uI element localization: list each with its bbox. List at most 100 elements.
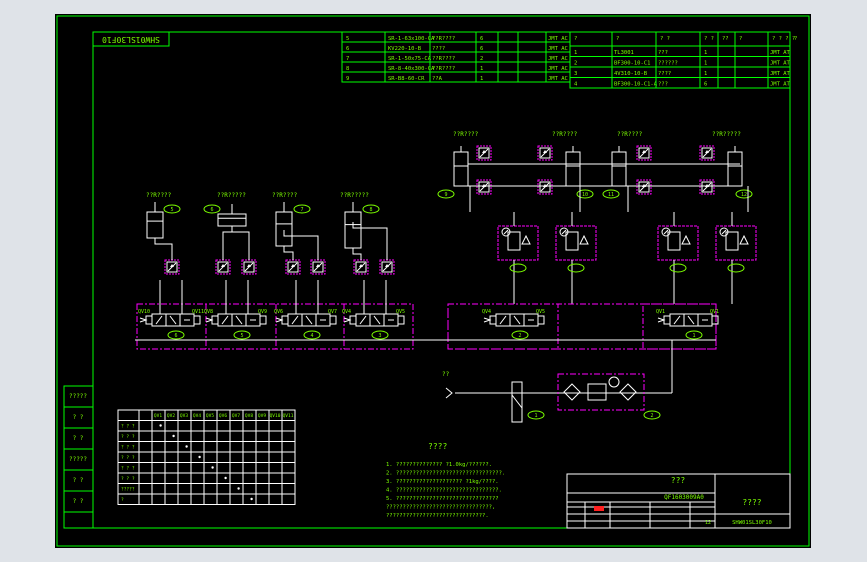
parts-right-header: ??: [722, 36, 729, 42]
flow-control-check: [291, 264, 295, 267]
tag-bubble-label: 1: [534, 413, 537, 419]
parts-right-no: 3: [574, 71, 577, 77]
tag-bubble: [527, 410, 545, 420]
tag-bubble-label: 6: [174, 333, 177, 339]
valve-spring: [275, 317, 284, 323]
valve-label: QV4: [342, 309, 351, 315]
parts-left-name: ??R????: [432, 66, 455, 72]
pressure-regulator-4: [715, 212, 757, 304]
note-line: ??????????????????????????????.: [386, 513, 489, 519]
air-source-label: ??: [442, 371, 450, 378]
sequence-dot: [172, 434, 175, 438]
sequence-header: QV9: [258, 413, 266, 419]
tag-bubble: [233, 330, 251, 340]
parts-right-header: ? ?: [660, 36, 670, 42]
parts-left-code: SR-1-50x75-CA: [388, 56, 432, 62]
parts-left-no: 5: [346, 36, 349, 42]
drawing-code: SHW01SL30F10: [102, 35, 160, 44]
valve-label: QV10: [138, 309, 150, 315]
parts-right-qty: 6: [704, 82, 707, 88]
parts-left-code: SR-8-40x300-CA: [388, 66, 435, 72]
check-valve: [739, 234, 749, 245]
valve-arrow: [687, 315, 695, 325]
valve-label: QV5: [536, 309, 545, 315]
tag-bubble: [669, 263, 687, 273]
parts-right-no: 1: [574, 50, 577, 56]
parts-right-name: ???: [658, 50, 668, 56]
tag-bubble: [303, 330, 321, 340]
sequence-header: QV1: [154, 413, 162, 419]
valve-arrow: [305, 315, 313, 325]
valve-label: QV6: [274, 309, 283, 315]
sequence-dot: [237, 487, 240, 490]
sequence-row-label: ? ? ?: [121, 424, 135, 430]
regulator-body: [667, 231, 681, 251]
tag-bubble-label: 1: [692, 333, 695, 339]
manifold-box: [136, 303, 414, 350]
filter-icon: [563, 383, 581, 401]
valve-solenoid: [711, 315, 719, 325]
flow-control-valve: [539, 147, 551, 159]
parts-left-note: JMT AC: [548, 46, 568, 52]
tag-bubble: [437, 189, 455, 199]
parts-right-header: ?: [574, 36, 577, 42]
sequence-frame: [117, 409, 296, 505]
parts-right-qty: 1: [704, 50, 707, 56]
sequence-header: QV7: [232, 413, 240, 419]
parts-left-qty: 1: [480, 66, 483, 72]
parts-right-name: ???: [658, 82, 668, 88]
drawing-code-box: SHW01SL30F10: [92, 31, 170, 47]
tag-bubble: [602, 189, 620, 199]
parts-right-note: JMT AT: [770, 82, 791, 88]
parts-right-code: 4V310-10-B: [614, 71, 648, 77]
gauge-icon: [661, 227, 671, 237]
flow-control-box: [476, 145, 492, 161]
parts-left-code: SR-B8-60-CR: [388, 76, 425, 82]
tag-bubble: [735, 189, 753, 199]
flow-control-valve: [478, 147, 490, 159]
valve-label: QV4: [482, 309, 491, 315]
cylinder-label: ??R????: [617, 131, 643, 138]
tag-bubble: [511, 330, 529, 340]
sequence-row-label: ? ? ?: [121, 476, 135, 482]
regulator-box: [497, 225, 539, 261]
left-strip-label: ? ?: [73, 414, 84, 421]
lubricator-icon: [619, 383, 637, 401]
flow-control-valve: [287, 261, 299, 273]
parts-right-code: BF300-10-C1: [614, 61, 650, 67]
regulator-box: [657, 225, 699, 261]
parts-right-name: ??????: [658, 61, 678, 67]
parts-left-no: 8: [346, 66, 349, 72]
valve-spring: [205, 317, 214, 323]
regulator-body: [507, 231, 521, 251]
manifold-sub: [447, 303, 559, 350]
tube: [154, 238, 173, 260]
company-name: ????: [742, 498, 761, 507]
valve-label: QV7: [328, 309, 337, 315]
regulator-body: [725, 231, 739, 251]
parts-left-no: 7: [346, 56, 349, 62]
flow-control-valve: [638, 181, 650, 193]
sequence-row-label: ? ? ?: [121, 455, 135, 461]
tag-bubble: [371, 330, 389, 340]
valve-arrow: [513, 315, 521, 325]
valve-solenoid: [193, 315, 201, 325]
flow-control-check: [385, 264, 389, 267]
flow-control-box: [476, 179, 492, 195]
tag-bubble: [509, 263, 527, 273]
parts-left-qty: 6: [480, 36, 483, 42]
left-strip-label: ?????: [69, 393, 87, 400]
sequence-header: QV4: [193, 413, 201, 419]
flow-control-box: [699, 145, 715, 161]
tag-bubble: [293, 204, 311, 214]
flow-control-valve: [312, 261, 324, 273]
tag-bubble-label: 4: [310, 333, 313, 339]
notes-title: ????: [428, 442, 447, 451]
parts-right-header: ?: [794, 36, 797, 42]
gauge-icon: [719, 227, 729, 237]
cylinder-label: ??R?????: [217, 192, 246, 199]
parts-left-name: ????: [432, 46, 445, 52]
